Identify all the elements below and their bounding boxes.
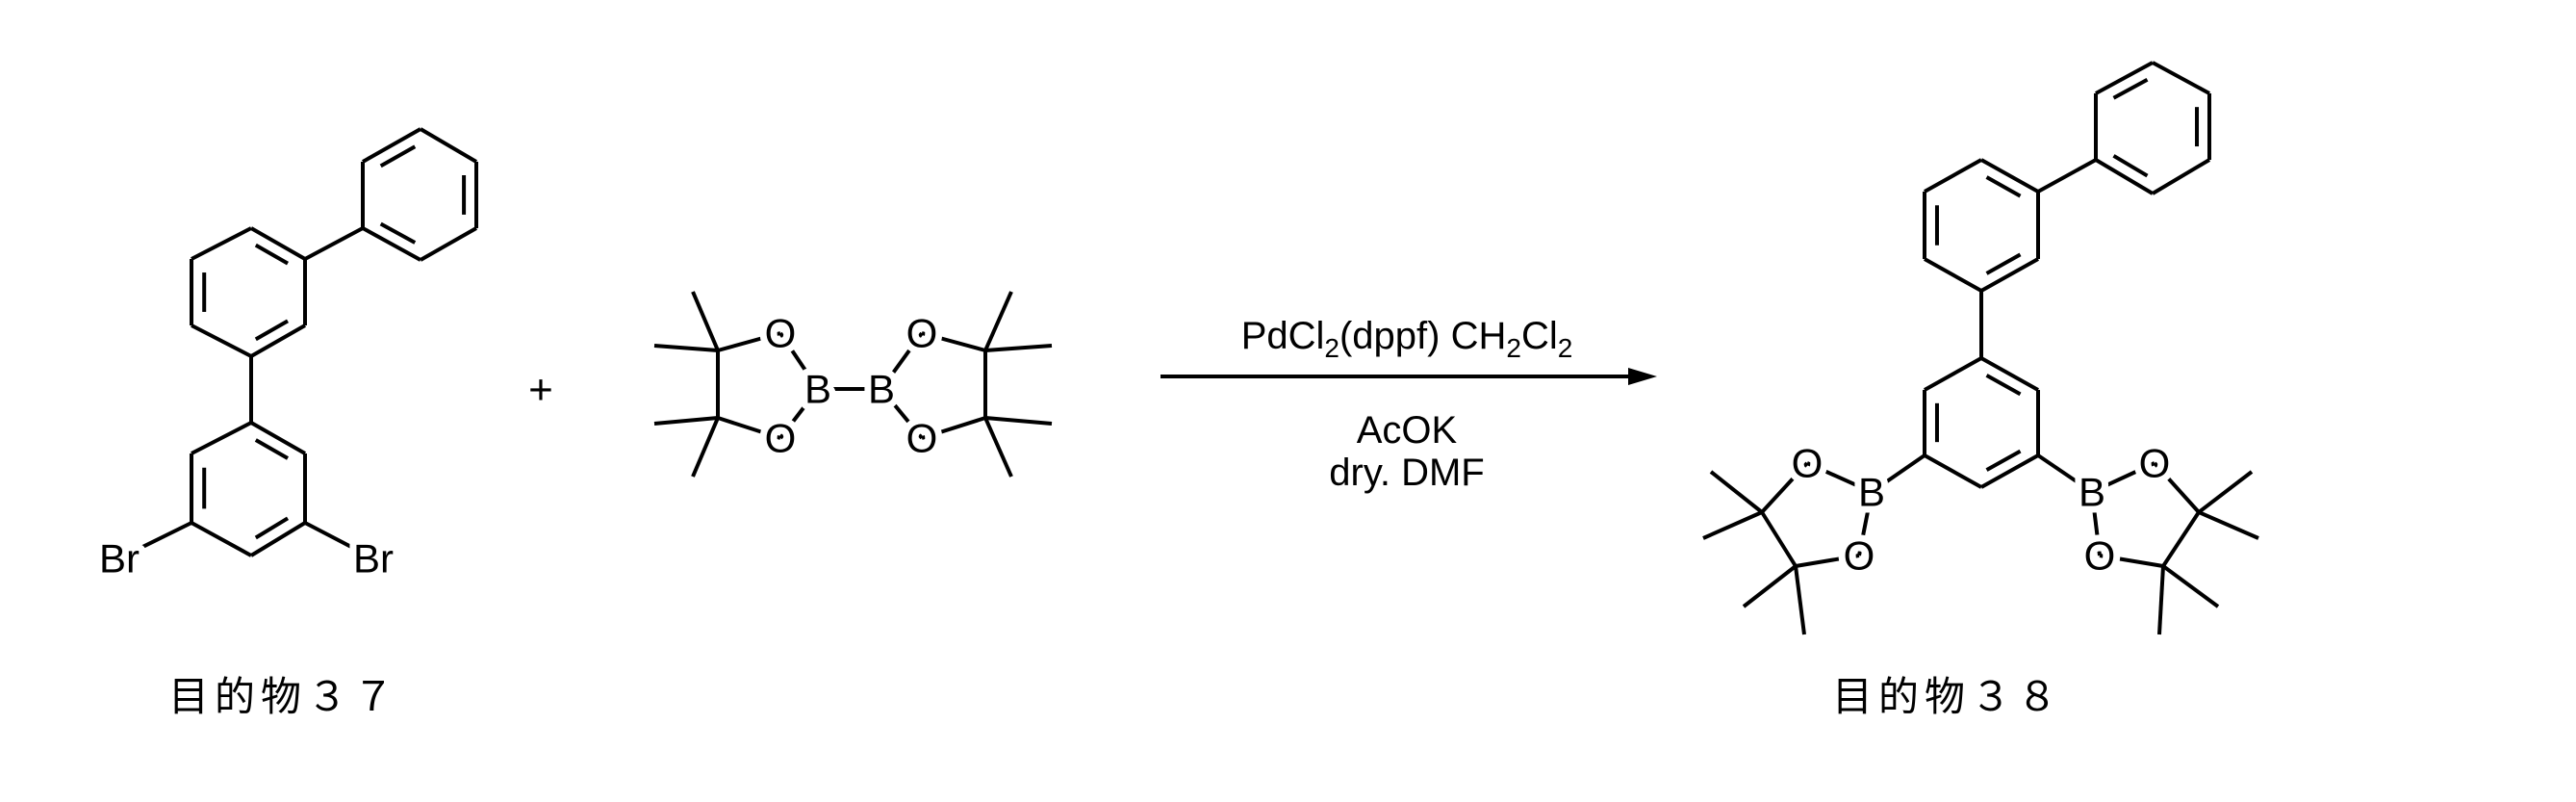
bond-lines bbox=[119, 63, 2258, 634]
ring-bond bbox=[421, 129, 476, 162]
ring-bond bbox=[1981, 455, 2038, 487]
ring-bond bbox=[421, 228, 476, 260]
bond bbox=[2199, 512, 2258, 538]
atom-label-b: B bbox=[804, 367, 831, 412]
catalyst-part: (dppf) CH bbox=[1339, 315, 1506, 357]
bond bbox=[1796, 566, 1804, 634]
reactant-2-b2pin2: B B O O O O bbox=[765, 311, 938, 461]
atom-label-o: O bbox=[2084, 533, 2116, 579]
arrow-head bbox=[1628, 368, 1657, 385]
ring-bond bbox=[1925, 160, 1981, 192]
catalyst-part: Cl bbox=[1521, 315, 1558, 357]
bond bbox=[2038, 160, 2096, 192]
atom-label-o: O bbox=[906, 416, 938, 461]
reaction-arrow: PdCl2(dppf) CH2Cl2 AcOK dry. DMF bbox=[1160, 315, 1657, 494]
ring-bond bbox=[1925, 358, 1981, 390]
base-text: AcOK bbox=[1357, 409, 1458, 452]
subscript: 2 bbox=[1324, 333, 1339, 363]
ring-bond bbox=[1925, 455, 1981, 487]
ring-bond bbox=[1981, 358, 2038, 390]
atom-label-o: O bbox=[1792, 441, 1824, 486]
atom-label-b: B bbox=[2079, 470, 2105, 515]
bond bbox=[985, 346, 1052, 350]
bond bbox=[693, 292, 718, 350]
bond bbox=[654, 418, 718, 424]
atom-label-br-right: Br bbox=[353, 536, 394, 582]
atom-label-b: B bbox=[1858, 470, 1885, 515]
bond bbox=[305, 228, 363, 259]
bond bbox=[1703, 512, 1762, 538]
bond bbox=[2159, 566, 2163, 634]
solvent-text: dry. DMF bbox=[1329, 452, 1484, 494]
ring-bond bbox=[2096, 160, 2153, 194]
atom-label-b: B bbox=[868, 367, 895, 412]
bond bbox=[2199, 472, 2252, 512]
ring-bond bbox=[2096, 63, 2153, 93]
atom-label-o: O bbox=[1844, 533, 1875, 579]
atom-label-br-left: Br bbox=[99, 536, 140, 582]
catalyst-part: PdCl bbox=[1241, 315, 1325, 357]
bond bbox=[2163, 566, 2218, 607]
bond bbox=[985, 418, 1052, 424]
bond bbox=[654, 346, 718, 350]
ring-bond bbox=[251, 423, 305, 453]
atom-label-o: O bbox=[906, 311, 938, 356]
ring-bond bbox=[363, 228, 421, 260]
ring-bond bbox=[191, 423, 251, 453]
bond bbox=[1762, 512, 1796, 566]
plus-sign: + bbox=[528, 367, 553, 414]
subscript: 2 bbox=[1558, 333, 1573, 363]
ring-bond bbox=[2153, 63, 2209, 93]
atom-label-o: O bbox=[765, 311, 797, 356]
ring-bond bbox=[191, 523, 251, 556]
ring-bond bbox=[251, 523, 305, 556]
ring-bond bbox=[251, 325, 305, 356]
bond bbox=[1744, 566, 1796, 607]
ring-bond bbox=[191, 325, 251, 356]
bond bbox=[693, 418, 718, 477]
atom-label-o: O bbox=[2139, 441, 2171, 486]
bond bbox=[985, 292, 1011, 350]
compound-label-38: 目的物３８ bbox=[1832, 673, 2063, 720]
bond bbox=[2163, 512, 2199, 566]
ring-bond bbox=[251, 228, 305, 259]
catalyst-text: PdCl2(dppf) CH2Cl2 bbox=[1241, 315, 1573, 363]
ring-bond bbox=[2153, 160, 2209, 194]
ring-bond bbox=[1925, 259, 1981, 291]
ring-bond bbox=[1981, 259, 2038, 291]
bond bbox=[985, 418, 1011, 477]
reactant-1: Br Br 目的物３７ bbox=[99, 536, 399, 721]
atom-label-o: O bbox=[765, 416, 797, 461]
subscript: 2 bbox=[1506, 333, 1521, 363]
compound-label-37: 目的物３７ bbox=[168, 673, 399, 720]
bond bbox=[1711, 472, 1762, 512]
ring-bond bbox=[363, 129, 421, 162]
ring-bond bbox=[1981, 160, 2038, 192]
ring-bond bbox=[191, 228, 251, 259]
